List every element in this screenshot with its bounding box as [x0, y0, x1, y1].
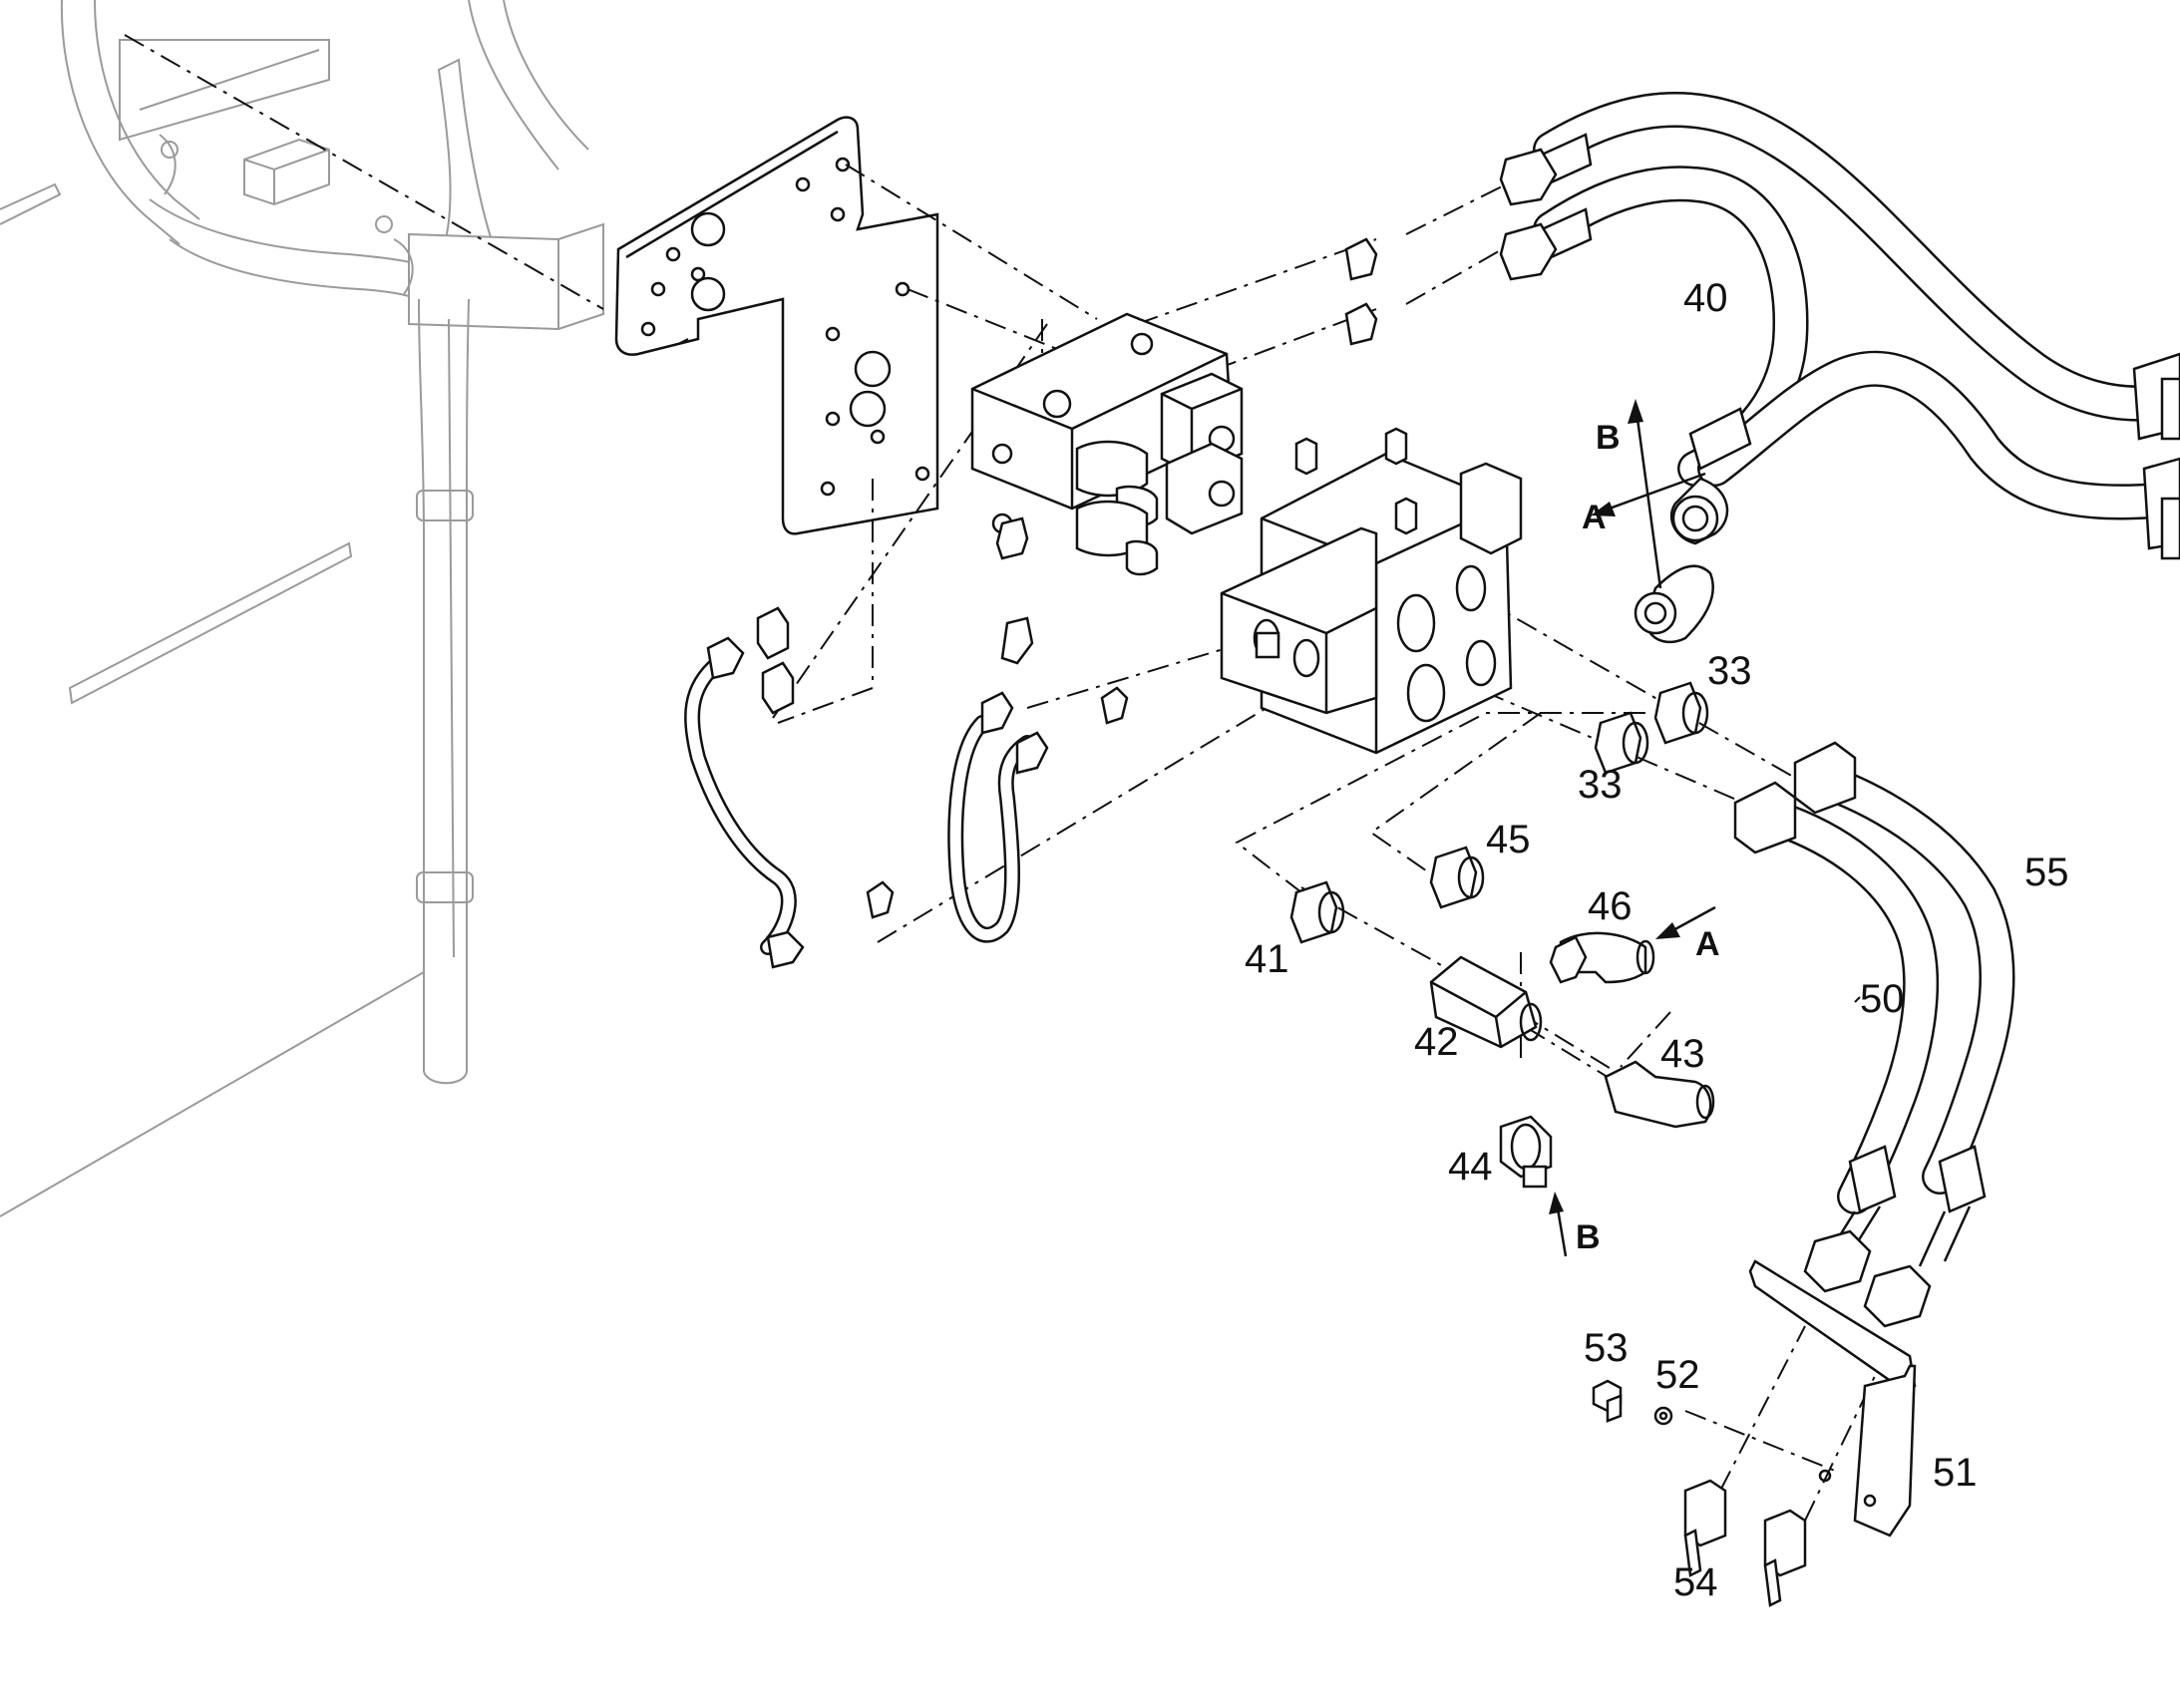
- callout-53: 53: [1584, 1326, 1629, 1370]
- callout-44: 44: [1448, 1145, 1493, 1189]
- fitting-46: [1549, 931, 1655, 984]
- port-b-lower: B: [1576, 1218, 1601, 1256]
- plate-51: [1748, 1259, 1917, 1537]
- fitting-44: [1499, 1115, 1553, 1189]
- callout-55: 55: [2024, 851, 2069, 894]
- fitting-45: [1429, 846, 1485, 909]
- hose-40-assembly: [1499, 92, 2180, 644]
- fitting-33-lower: [1594, 711, 1649, 775]
- callout-41: 41: [1245, 937, 1289, 981]
- fitting-42: [1429, 955, 1543, 1049]
- port-a-lower: A: [1695, 925, 1720, 963]
- pilot-lines: [684, 237, 1378, 969]
- callout-labels: 40 33 33 55 45 46 41 50 42 43 44 53 52 5…: [1245, 276, 2069, 1604]
- callout-43: 43: [1660, 1032, 1705, 1076]
- callout-54: 54: [1673, 1560, 1718, 1604]
- callout-33-lower: 33: [1578, 763, 1623, 807]
- fittings: [1289, 681, 1715, 1189]
- callout-45: 45: [1486, 818, 1531, 861]
- port-a-upper: A: [1582, 499, 1607, 536]
- fitting-43: [1604, 1060, 1715, 1129]
- port-markers: B A A B: [1576, 419, 1720, 1256]
- callout-33-upper: 33: [1707, 649, 1752, 693]
- small-hardware: [1592, 1379, 1807, 1607]
- mounting-bracket: [614, 116, 939, 535]
- callout-42: 42: [1414, 1020, 1459, 1064]
- hose-50-55-assembly: [1733, 741, 2015, 1328]
- callout-52: 52: [1655, 1353, 1700, 1397]
- fitting-41: [1289, 880, 1345, 944]
- upper-valve-block: [970, 312, 1244, 576]
- callout-40: 40: [1683, 276, 1728, 320]
- port-b-upper: B: [1596, 419, 1621, 457]
- callout-46: 46: [1588, 884, 1633, 928]
- machine-frame-ghost: [0, 0, 604, 1217]
- callout-51: 51: [1933, 1451, 1978, 1495]
- callout-50: 50: [1860, 977, 1905, 1021]
- main-valve-block: [1220, 427, 1523, 755]
- fitting-33-upper: [1653, 681, 1709, 745]
- port-arrows: [1549, 399, 1716, 1257]
